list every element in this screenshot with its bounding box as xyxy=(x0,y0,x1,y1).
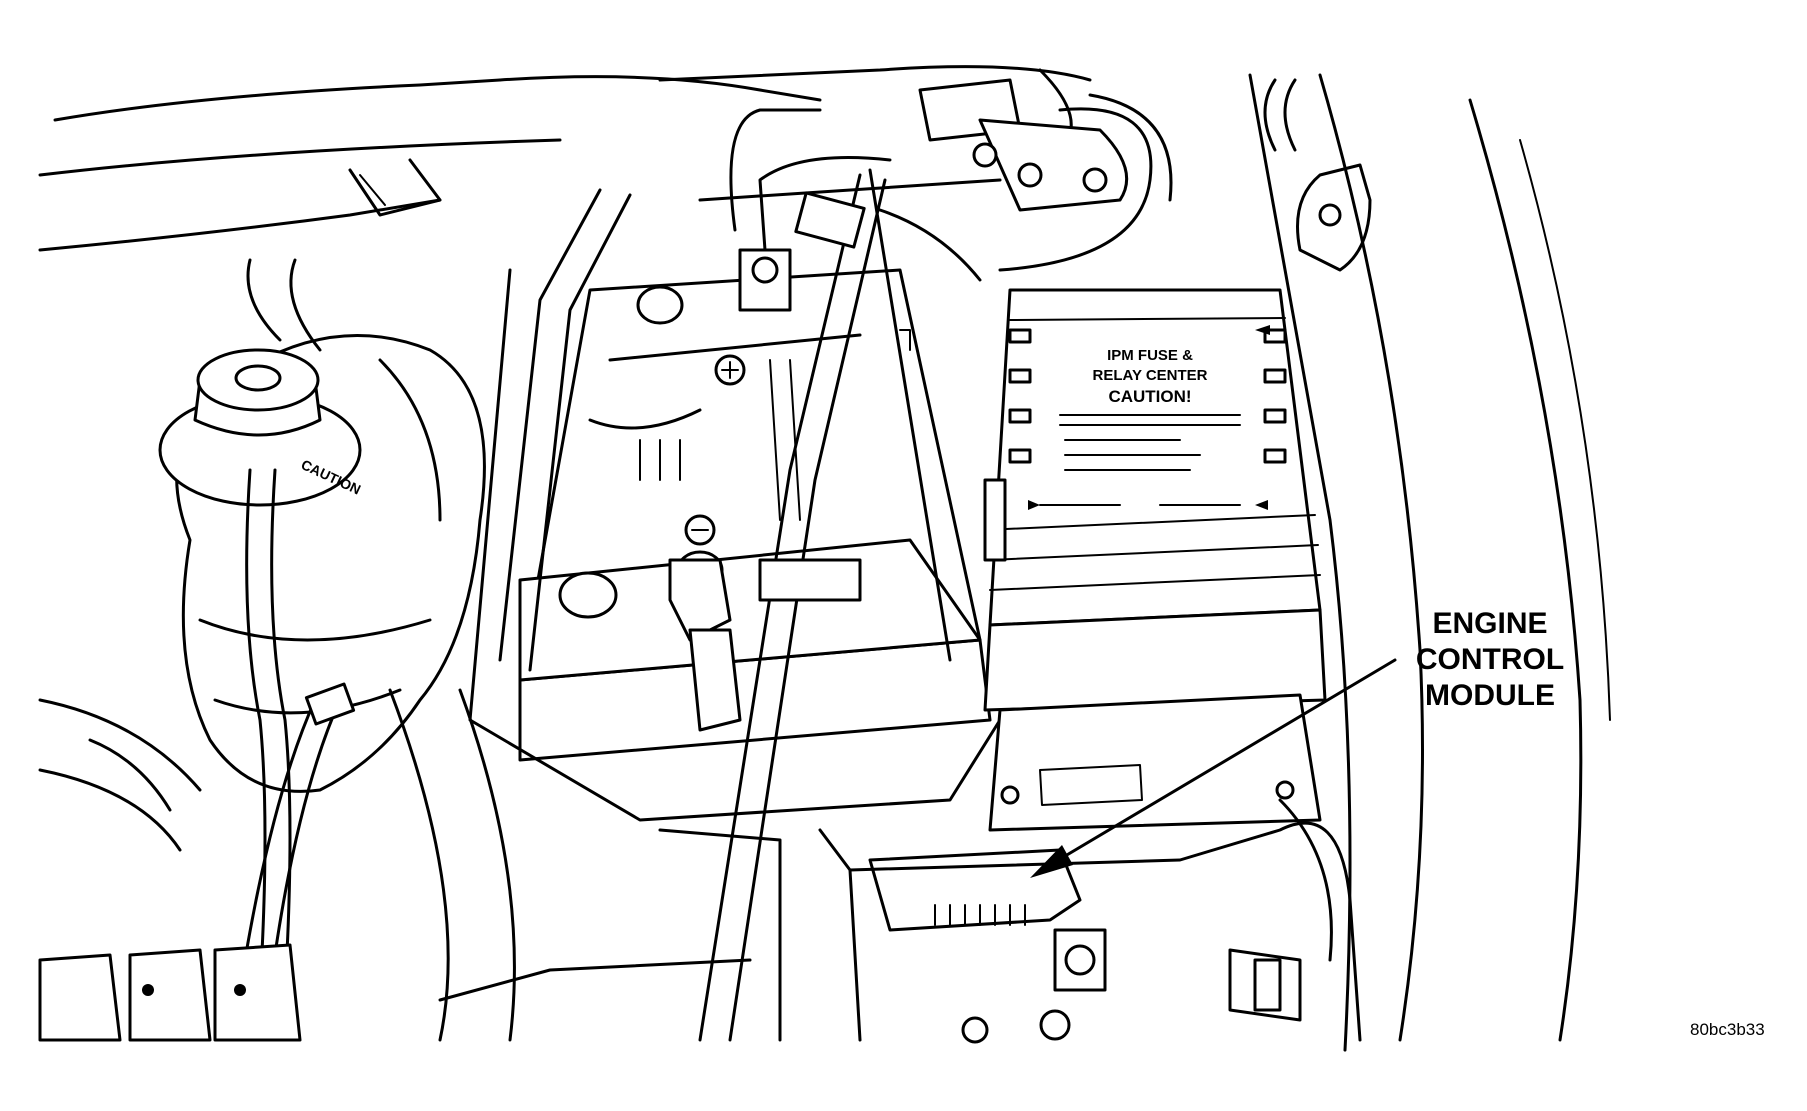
wiring-harness xyxy=(878,78,1173,282)
figure-id: 80bc3b33 xyxy=(1690,1020,1765,1039)
battery xyxy=(518,268,992,762)
battery-cable xyxy=(729,108,892,312)
fuse-box-warning: CAUTION! xyxy=(1108,387,1191,406)
hoses xyxy=(38,258,516,1042)
callout-arrow xyxy=(1030,658,1397,878)
battery-hold-down xyxy=(498,173,887,1042)
label-line-1: ENGINE xyxy=(1432,607,1548,640)
hood-panel xyxy=(38,65,1092,252)
label-line-3: MODULE xyxy=(1425,679,1555,712)
ipm-fuse-relay-center: IPM FUSE & RELAY CENTER CAUTION! xyxy=(983,288,1327,712)
engine-control-module-label: ENGINE CONTROL MODULE xyxy=(1370,606,1610,714)
engine-control-module xyxy=(868,693,1322,1044)
relay-blocks xyxy=(38,943,302,1042)
fuse-box-title-line2: RELAY CENTER xyxy=(1092,367,1207,384)
label-line-2: CONTROL xyxy=(1415,643,1565,676)
lower-bracket xyxy=(438,798,1362,1042)
fuse-box-title-line1: IPM FUSE & xyxy=(1107,347,1193,364)
fender xyxy=(1248,73,1611,1052)
battery-tray xyxy=(468,168,1002,822)
